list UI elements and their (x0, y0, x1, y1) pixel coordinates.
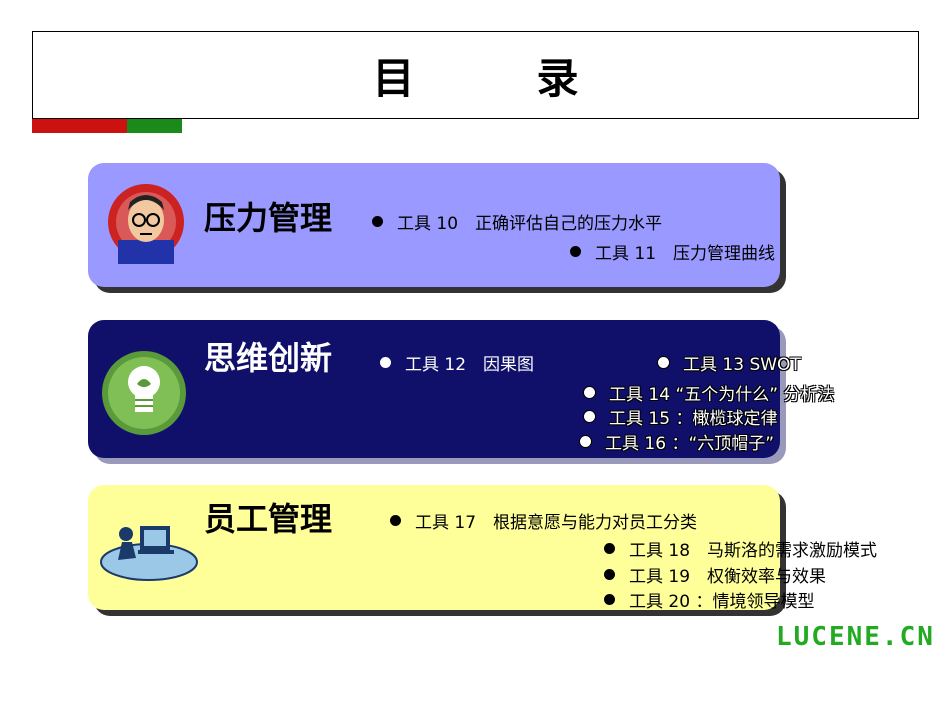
list-item: 工具 20 ：情境领导模型 (604, 587, 814, 612)
list-item: 工具 11 压力管理曲线 (570, 239, 775, 264)
list-item: 工具 13 SWOT (658, 350, 801, 375)
bullet-icon (604, 543, 615, 554)
bullet-icon (372, 216, 383, 227)
panel-employee-management (88, 485, 780, 610)
list-item: 工具 14 “五个为什么” 分析法 (584, 380, 834, 405)
section-heading-employee: 员工管理 (204, 500, 333, 538)
title-box: 目 录 (32, 31, 919, 119)
list-item: 工具 18 马斯洛的需求激励模式 (604, 536, 877, 561)
bullet-icon (580, 436, 591, 447)
page-title: 目 录 (372, 53, 619, 103)
accent-bar-red (32, 119, 127, 133)
list-item: 工具 17 根据意愿与能力对员工分类 (390, 508, 697, 533)
light-bulb-icon (102, 351, 186, 435)
section-heading-stress: 压力管理 (204, 199, 333, 237)
bullet-icon (380, 357, 391, 368)
bullet-icon (658, 357, 669, 368)
bullet-icon (604, 594, 615, 605)
computer-user-icon (100, 526, 198, 581)
list-item: 工具 19 权衡效率与效果 (604, 562, 826, 587)
bullet-icon (390, 515, 401, 526)
list-item: 工具 16 ：“六顶帽子” (580, 429, 774, 454)
panel-stress-management (88, 163, 780, 287)
section-heading-thinking: 思维创新 (204, 339, 333, 377)
list-item: 工具 12 因果图 (380, 350, 534, 375)
panel-thinking-innovation (88, 320, 780, 458)
bullet-icon (584, 387, 595, 398)
accent-bar-green (127, 119, 182, 133)
stressed-man-icon (108, 184, 184, 264)
list-item: 工具 10 正确评估自己的压力水平 (372, 209, 662, 234)
bullet-icon (604, 569, 615, 580)
list-item: 工具 15 ：橄榄球定律 (584, 404, 777, 429)
bullet-icon (570, 246, 581, 257)
watermark-logo: LUCENE.CN (776, 622, 935, 652)
bullet-icon (584, 411, 595, 422)
